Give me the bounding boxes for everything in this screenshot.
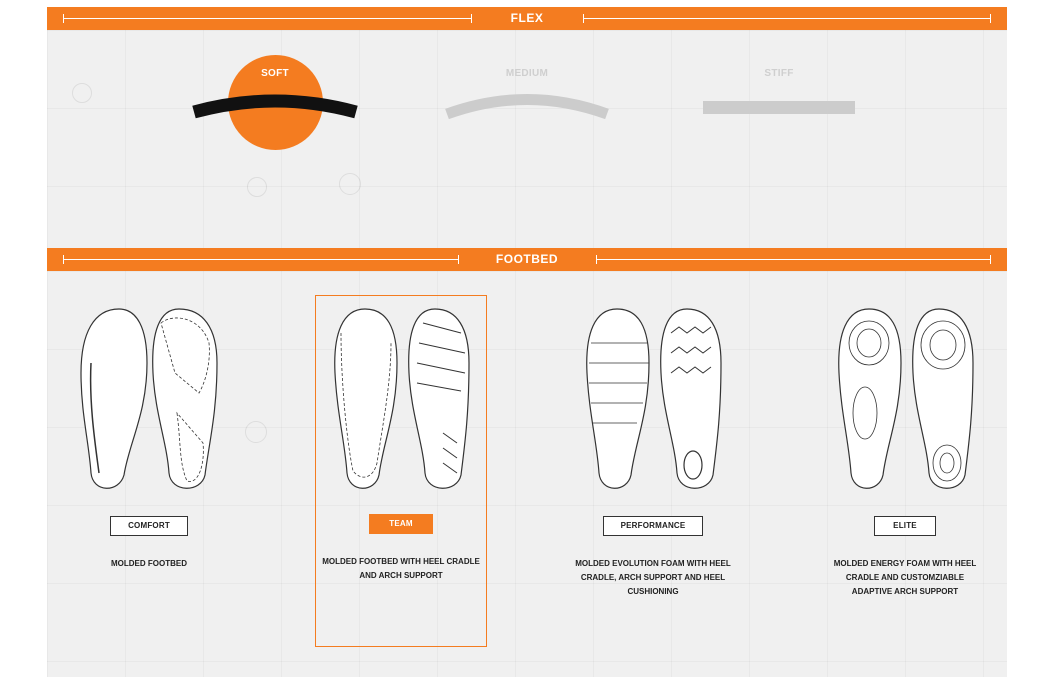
team-insole-image[interactable] [331,303,471,495]
footbed-selected-frame [315,295,487,647]
flex-soft-curve [192,94,358,119]
flex-option-stiff[interactable]: STIFF [764,68,794,79]
decorative-circle [339,173,361,195]
performance-description: MOLDED EVOLUTION FOAM WITH HEEL CRADLE, … [575,559,731,596]
flex-option-medium[interactable]: MEDIUM [505,68,549,79]
footbed-title: FOOTBED [495,252,559,266]
decorative-circle [72,83,92,103]
flex-medium-curve [445,94,609,120]
comfort-insole-image[interactable] [79,303,219,495]
footbed-option-comfort[interactable]: COMFORT [110,516,188,536]
footbed-panel [47,271,1007,677]
team-description: MOLDED FOOTBED WITH HEEL CRADLE AND ARCH… [322,557,480,580]
footbed-option-team[interactable]: TEAM [369,514,433,534]
flex-option-soft[interactable]: SOFT [261,68,289,79]
header-rule-left [63,255,459,264]
flex-panel [47,30,1007,248]
flex-curves [192,94,855,120]
flex-title: FLEX [510,11,544,25]
elite-insole-image[interactable] [835,303,975,495]
footbed-option-performance[interactable]: PERFORMANCE [603,516,703,536]
footbed-section-header: FOOTBED [47,248,1007,271]
header-rule-right [596,255,991,264]
performance-insole-image[interactable] [583,303,723,495]
comfort-description: MOLDED FOOTBED [111,559,187,568]
footbed-option-elite[interactable]: ELITE [874,516,936,536]
flex-stiff-bar [703,101,855,114]
header-rule-left [63,14,472,23]
decorative-circle [245,421,267,443]
flex-section-header: FLEX [47,7,1007,30]
elite-description: MOLDED ENERGY FOAM WITH HEEL CRADLE AND … [833,559,977,596]
header-rule-right [583,14,991,23]
decorative-circle [247,177,267,197]
